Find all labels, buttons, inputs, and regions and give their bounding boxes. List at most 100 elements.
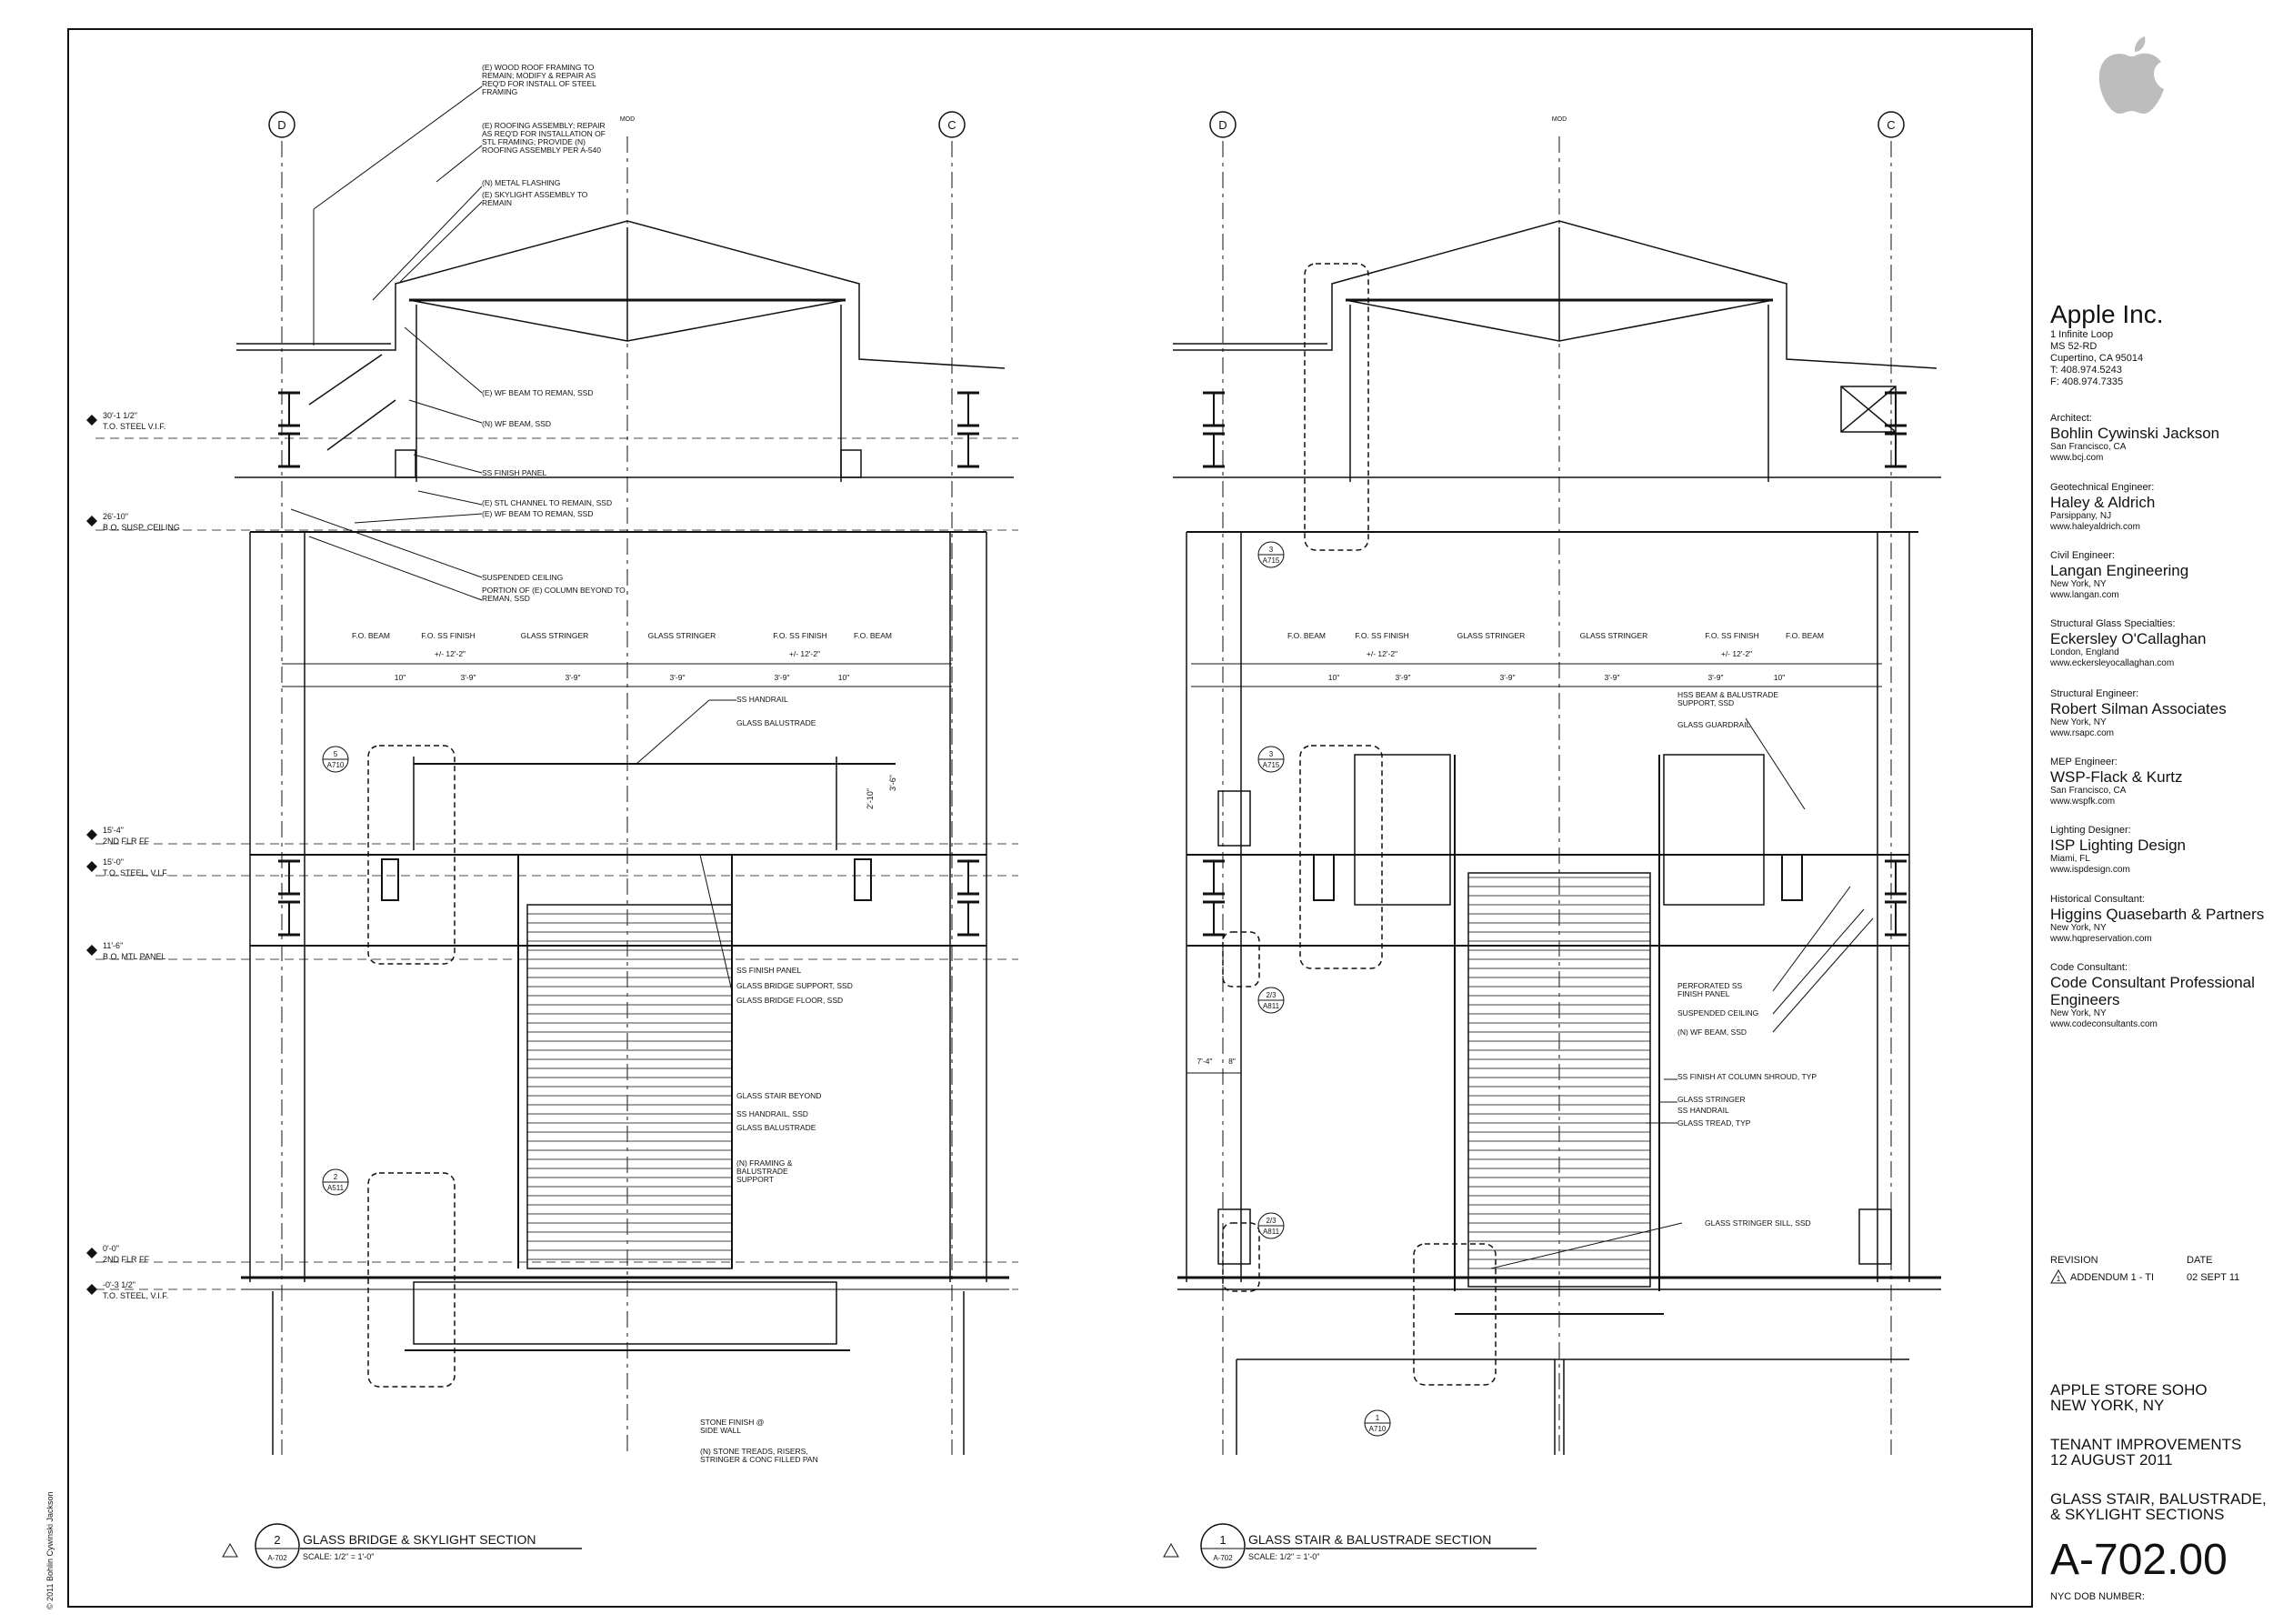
grid-label-d-right: D [1218, 118, 1227, 132]
note: SS FINISH PANEL [482, 468, 546, 477]
grid-bubble-c-right [1877, 111, 1905, 138]
note: SS HANDRAIL [1677, 1106, 1729, 1115]
note: GLASS STRINGER SILL, SSD [1705, 1218, 1811, 1228]
svg-text:2: 2 [274, 1533, 280, 1547]
svg-text:A710: A710 [1369, 1425, 1387, 1433]
consultant-entry: Structural Glass Specialties:Eckersley O… [2050, 618, 2207, 668]
note: SS HANDRAIL, SSD [736, 1109, 808, 1118]
level-marker: -0'-3 1/2"T.O. STEEL, V.I.F. [86, 1280, 168, 1300]
grid-bubble-c-left [938, 111, 966, 138]
level-marker: 11'-6"B.O. MTL PANEL [86, 941, 166, 961]
svg-text:0'-0": 0'-0" [103, 1244, 119, 1253]
svg-text:B.O. SUSP. CEILING: B.O. SUSP. CEILING [103, 523, 180, 532]
section-title-left: 2 A-702 GLASS BRIDGE & SKYLIGHT SECTION … [222, 1523, 582, 1569]
note: GLASS STRINGER [1677, 1095, 1746, 1104]
dim-label: GLASS STRINGER [648, 631, 716, 640]
svg-text:15'-4": 15'-4" [103, 826, 124, 835]
svg-text:A715: A715 [1263, 556, 1280, 565]
svg-text:30'-1 1/2": 30'-1 1/2" [103, 411, 137, 420]
note: PORTION OF (E) COLUMN BEYOND TO REMAN, S… [482, 586, 626, 603]
dim-part: 3'-9" [775, 673, 790, 682]
sheet-border [67, 28, 2033, 1608]
section-bubble-cloud-icon [1200, 1523, 1246, 1569]
revision-triangle-icon [222, 1542, 238, 1558]
note: (E) SKYLIGHT ASSEMBLY TO REMAIN [482, 191, 588, 207]
note: (N) METAL FLASHING [482, 178, 560, 187]
svg-text:A715: A715 [1263, 761, 1280, 769]
dim-height: 2'-10" [866, 788, 875, 809]
note: (N) STONE TREADS, RISERS, STRINGER & CON… [700, 1448, 818, 1464]
grid-label-c-left: C [947, 118, 956, 132]
dim-height: 3'-6" [888, 775, 897, 791]
client-address-line: MS 52-RD [2050, 341, 2098, 352]
dim-label: F.O. SS FINISH [1355, 631, 1409, 640]
svg-text:A710: A710 [327, 761, 345, 769]
title-block: Apple Inc. 1 Infinite Loop MS 52-RD Cupe… [2050, 0, 2273, 1624]
note: HSS BEAM & BALUSTRADE SUPPORT, SSD [1677, 691, 1779, 707]
dim-label: F.O. BEAM [854, 631, 892, 640]
note: GLASS BALUSTRADE [736, 1123, 816, 1132]
revision-header: REVISION [2050, 1255, 2098, 1266]
svg-text:2/3: 2/3 [1266, 1217, 1277, 1225]
note: (E) ROOFING ASSEMBLY; REPAIR AS REQ'D FO… [482, 122, 606, 155]
svg-text:1: 1 [1376, 1414, 1380, 1422]
client-name: Apple Inc. [2050, 300, 2164, 328]
note: GLASS STAIR BEYOND [736, 1091, 821, 1100]
section-title: GLASS BRIDGE & SKYLIGHT SECTION [303, 1532, 536, 1547]
level-marker: 30'-1 1/2"T.O. STEEL V.I.F. [86, 411, 165, 431]
level-marker: 0'-0" 2ND FLR FF [86, 1244, 150, 1264]
client-address-line: F: 408.974.7335 [2050, 376, 2124, 387]
consultant-entry: Code Consultant:Code Consultant Professi… [2050, 962, 2255, 1029]
note: SS HANDRAIL [736, 695, 788, 704]
dim-label: F.O. BEAM [352, 631, 390, 640]
left-dimensions: F.O. BEAM F.O. SS FINISH GLASS STRINGER … [352, 631, 892, 682]
dim-label: GLASS STRINGER [1457, 631, 1526, 640]
dim-width: 8" [1228, 1057, 1236, 1066]
grid-label-mod-right: MOD [1552, 116, 1567, 123]
right-notes: HSS BEAM & BALUSTRADE SUPPORT, SSD GLASS… [1677, 691, 1817, 1228]
grid-bubble-d-left [268, 111, 295, 138]
revision-entry: ADDENDUM 1 - TI [2070, 1272, 2155, 1283]
svg-text:5: 5 [334, 750, 338, 758]
dim-label: GLASS STRINGER [1580, 631, 1648, 640]
dim-part: 10" [1328, 673, 1339, 682]
dim-label: F.O. BEAM [1287, 631, 1326, 640]
svg-text:2ND FLR FF: 2ND FLR FF [103, 1255, 150, 1264]
consultant-entry: Geotechnical Engineer:Haley & Aldrich Pa… [2050, 482, 2156, 532]
dim-label: F.O. SS FINISH [1705, 631, 1759, 640]
dim-part: 3'-9" [1708, 673, 1724, 682]
grid-label-mod-left: MOD [620, 116, 635, 123]
grid-label-c-right: C [1887, 118, 1895, 132]
revision-triangle-icon [1163, 1542, 1179, 1558]
note: (N) WF BEAM, SSD [1677, 1028, 1747, 1037]
section-title: GLASS STAIR & BALUSTRADE SECTION [1248, 1532, 1491, 1547]
dim-part: 3'-9" [461, 673, 476, 682]
dim-part: 10" [395, 673, 406, 682]
level-marker: 15'-4"2ND FLR FF [86, 826, 150, 846]
section-scale: SCALE: 1/2" = 1'-0" [303, 1552, 374, 1561]
dim-overall: +/- 12'-2" [1367, 649, 1397, 658]
consultant-entry: Structural Engineer:Robert Silman Associ… [2050, 688, 2227, 738]
note: (E) WOOD ROOF FRAMING TO REMAIN; MODIFY … [482, 64, 596, 96]
note: GLASS TREAD, TYP [1677, 1118, 1751, 1128]
right-dimensions: F.O. BEAM F.O. SS FINISH GLASS STRINGER … [1197, 631, 1824, 1066]
note: SS FINISH AT COLUMN SHROUD, TYP [1677, 1072, 1817, 1081]
consultant-entry: Lighting Designer:ISP Lighting Design Mi… [2050, 825, 2187, 875]
note: (N) FRAMING & BALUSTRADE SUPPORT [736, 1159, 793, 1184]
svg-text:1: 1 [1219, 1533, 1226, 1547]
consultant-entry: Historical Consultant:Higgins Quasebarth… [2050, 894, 2265, 944]
section-title-right: 1 A-702 GLASS STAIR & BALUSTRADE SECTION… [1163, 1523, 1537, 1569]
note: (E) WF BEAM TO REMAN, SSD [482, 509, 593, 518]
note: GLASS BALUSTRADE [736, 718, 816, 727]
svg-text:T.O. STEEL, V.I.F.: T.O. STEEL, V.I.F. [103, 1291, 168, 1300]
client-address-line: T: 408.974.5243 [2050, 365, 2122, 376]
apple-logo-icon [2098, 36, 2164, 114]
